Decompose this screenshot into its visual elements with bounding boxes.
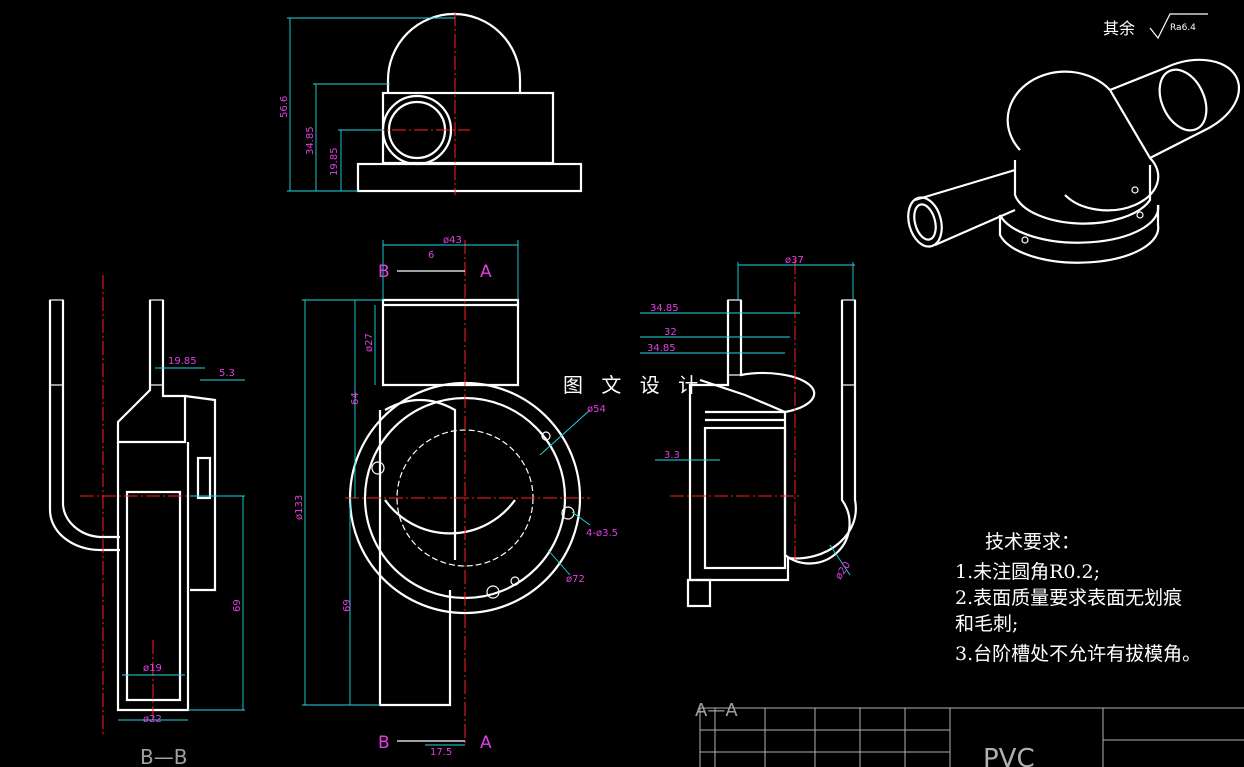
right-dim-34.85-a: 34.85 [650,303,679,314]
top-dim-19.85: 19.85 [329,147,340,176]
roughness-symbol [1149,13,1208,40]
cut-mark-a-bottom: A [480,733,492,753]
right-dim-ø37: ø37 [785,255,804,266]
top-dim-34.85: 34.85 [305,126,316,155]
roughness-value: Ra6.4 [1170,23,1196,33]
left-dim-ø19: ø19 [143,663,162,674]
watermark-box [556,368,696,402]
top-dim-56.6: 56.6 [279,96,290,118]
section-bb-view [48,275,245,735]
tech-requirement-2-cont: 和毛刺; [955,613,1018,635]
front-dim-4-ø3.5: 4-ø3.5 [586,528,618,539]
tech-requirement-1: 1.未注圆角R0.2; [955,561,1100,583]
left-dim-ø22: ø22 [143,714,162,725]
material-label: PVC [983,744,1035,767]
front-dim-17.5: 17.5 [430,747,452,758]
front-dim-ø54: ø54 [587,404,606,415]
tech-requirement-2: 2.表面质量要求表面无划痕 [955,587,1182,609]
front-dim-ø133: ø133 [294,495,305,520]
right-dim-32: 32 [664,327,677,338]
roughness-label: 其余 [1103,19,1135,38]
title-block [699,707,1244,767]
isometric-view [907,58,1241,264]
cut-mark-a-top: A [480,262,492,282]
section-aa-view [640,260,857,608]
front-dim-ø43: ø43 [443,235,462,246]
front-dim-ø72: ø72 [566,574,585,585]
front-view [302,240,591,746]
left-dim-5.3: 5.3 [219,368,235,379]
cut-mark-b-bottom: B [378,733,390,753]
front-dim-ø27: ø27 [364,333,375,352]
top-view [287,12,583,195]
watermark-text: 图 文 设 计 [563,373,704,397]
front-dim-6: 6 [428,250,434,261]
tech-requirement-3: 3.台阶槽处不允许有拔模角。 [955,643,1201,665]
left-dim-19.85: 19.85 [168,356,197,367]
left-dim-69: 69 [232,599,243,612]
front-dim-64: 64 [350,392,361,405]
tech-requirements-title: 技术要求： [985,531,1080,553]
right-dim-34.85-b: 34.85 [647,343,676,354]
cut-mark-b-top: B [378,262,390,282]
right-dim-3.3: 3.3 [664,450,680,461]
right-dim-ø20: ø20 [833,560,853,582]
section-bb-label: B—B [140,745,187,767]
front-dim-69: 69 [342,599,353,612]
section-aa-label: A—A [695,700,738,721]
